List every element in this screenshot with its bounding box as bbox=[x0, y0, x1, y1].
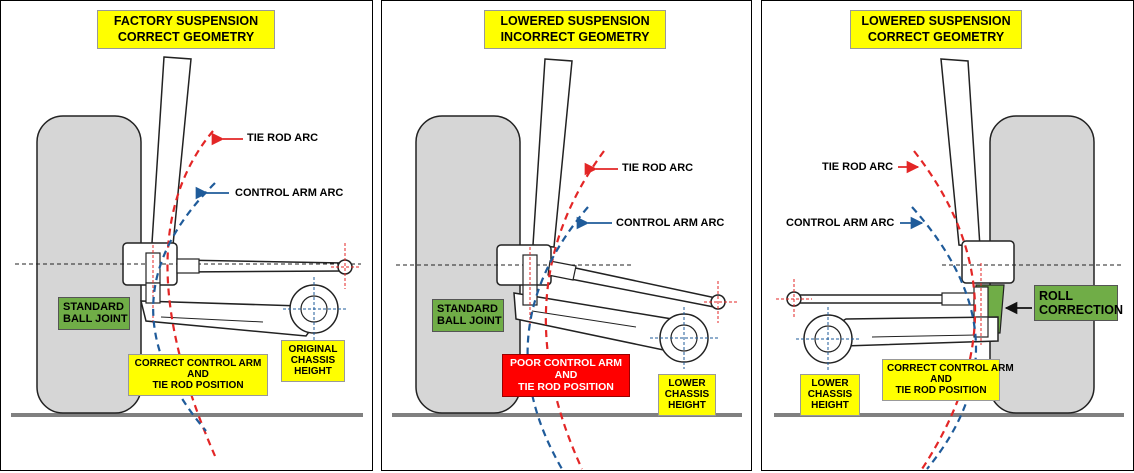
position-tag: CORRECT CONTROL ARM AND TIE ROD POSITION bbox=[128, 354, 268, 396]
control-arm-arc bbox=[526, 206, 589, 470]
tag-line: TIE ROD POSITION bbox=[518, 380, 614, 393]
diagram-factory bbox=[11, 56, 363, 457]
tie-rod-sleeve bbox=[176, 258, 200, 274]
title-line: LOWERED SUSPENSION bbox=[500, 14, 650, 28]
chassis-height-tag: LOWER CHASSIS HEIGHT bbox=[658, 374, 716, 416]
strut bbox=[940, 58, 981, 248]
control-arm-rib bbox=[531, 310, 637, 328]
title-line: CORRECT GEOMETRY bbox=[867, 29, 1005, 44]
tie-rod-arc-label: TIE ROD ARC bbox=[822, 161, 894, 173]
tie-rod bbox=[551, 262, 717, 299]
control-arm-rib bbox=[871, 334, 977, 338]
panel-factory: FACTORY SUSPENSION CORRECT GEOMETRY TIE … bbox=[0, 0, 373, 471]
diagram-lowered-correct bbox=[774, 58, 1124, 470]
tag-line: AND bbox=[554, 368, 578, 381]
diagram-lowered-incorrect bbox=[392, 58, 742, 470]
control-arm-arc-label: CONTROL ARM ARC bbox=[616, 217, 725, 229]
tag-line: CORRECTION bbox=[1039, 303, 1124, 317]
tie-rod-end bbox=[337, 259, 353, 275]
panel-lowered-incorrect: LOWERED SUSPENSION INCORRECT GEOMETRY TI… bbox=[381, 0, 752, 471]
tag-line: ROLL bbox=[1039, 289, 1074, 303]
tie-rod-arc-label: TIE ROD ARC bbox=[247, 132, 319, 144]
tag-line: TIE ROD POSITION bbox=[152, 380, 244, 392]
tie-rod-arc-label: TIE ROD ARC bbox=[622, 162, 694, 174]
tag-line: POOR CONTROL ARM bbox=[510, 357, 622, 369]
tag-line: ORIGINAL bbox=[288, 344, 338, 355]
tag-line: CHASSIS bbox=[807, 389, 853, 401]
tag-line: HEIGHT bbox=[294, 366, 332, 378]
tie-rod-arc bbox=[166, 130, 217, 457]
control-arm-arc-label: CONTROL ARM ARC bbox=[786, 217, 895, 229]
title-line: CORRECT GEOMETRY bbox=[117, 29, 255, 44]
tag-line: CHASSIS bbox=[290, 355, 336, 367]
tie-rod bbox=[178, 259, 344, 264]
tag-line: CHASSIS bbox=[664, 389, 710, 401]
tie-rod bbox=[549, 274, 715, 308]
tag-line: BALL JOINT bbox=[63, 313, 128, 326]
title-line: LOWERED SUSPENSION bbox=[861, 14, 1011, 28]
tie-rod-arc bbox=[913, 150, 977, 470]
panel-title: LOWERED SUSPENSION INCORRECT GEOMETRY bbox=[484, 10, 666, 50]
tag-line: STANDARD bbox=[63, 301, 124, 313]
title-line: FACTORY SUSPENSION bbox=[113, 14, 259, 28]
tag-line: LOWER bbox=[668, 378, 706, 389]
tie-rod-sleeve bbox=[547, 260, 577, 281]
position-tag: POOR CONTROL ARM AND TIE ROD POSITION bbox=[502, 354, 630, 398]
tag-line: CORRECT CONTROL ARM bbox=[134, 358, 262, 369]
control-arm-arc bbox=[911, 206, 977, 470]
tag-line: TIE ROD POSITION bbox=[895, 385, 987, 397]
tie-rod bbox=[178, 270, 344, 273]
panel-title: FACTORY SUSPENSION CORRECT GEOMETRY bbox=[97, 10, 275, 50]
ball-joint-tag: STANDARD BALL JOINT bbox=[432, 299, 504, 332]
tag-line: AND bbox=[930, 374, 952, 386]
ball-joint-tag: STANDARD BALL JOINT bbox=[58, 297, 130, 330]
chassis-height-tag: LOWER CHASSIS HEIGHT bbox=[800, 374, 860, 416]
control-arm-arc bbox=[152, 182, 216, 432]
title-line: INCORRECT GEOMETRY bbox=[500, 29, 650, 44]
tag-line: BALL JOINT bbox=[437, 315, 502, 328]
tag-line: HEIGHT bbox=[668, 400, 706, 412]
tie-rod-arc bbox=[544, 150, 605, 470]
position-tag: CORRECT CONTROL ARM AND TIE ROD POSITION bbox=[882, 359, 1014, 401]
chassis-height-tag: ORIGINAL CHASSIS HEIGHT bbox=[281, 340, 345, 382]
roll-correction-tag: ROLL CORRECTION bbox=[1034, 285, 1124, 321]
tag-line: AND bbox=[187, 369, 209, 381]
tag-line: LOWER bbox=[811, 378, 849, 389]
ball-joint-upper bbox=[973, 286, 989, 318]
strut bbox=[532, 58, 573, 248]
panel-title: LOWERED SUSPENSION CORRECT GEOMETRY bbox=[850, 10, 1022, 50]
tag-line: CORRECT CONTROL ARM bbox=[887, 363, 1014, 374]
control-arm-rib bbox=[160, 316, 264, 323]
tag-line: HEIGHT bbox=[811, 400, 849, 412]
tag-line: STANDARD bbox=[437, 303, 498, 315]
control-arm-arc-label: CONTROL ARM ARC bbox=[235, 187, 344, 199]
knuckle bbox=[961, 240, 1015, 284]
panel-lowered-correct: LOWERED SUSPENSION CORRECT GEOMETRY TIE … bbox=[761, 0, 1134, 471]
